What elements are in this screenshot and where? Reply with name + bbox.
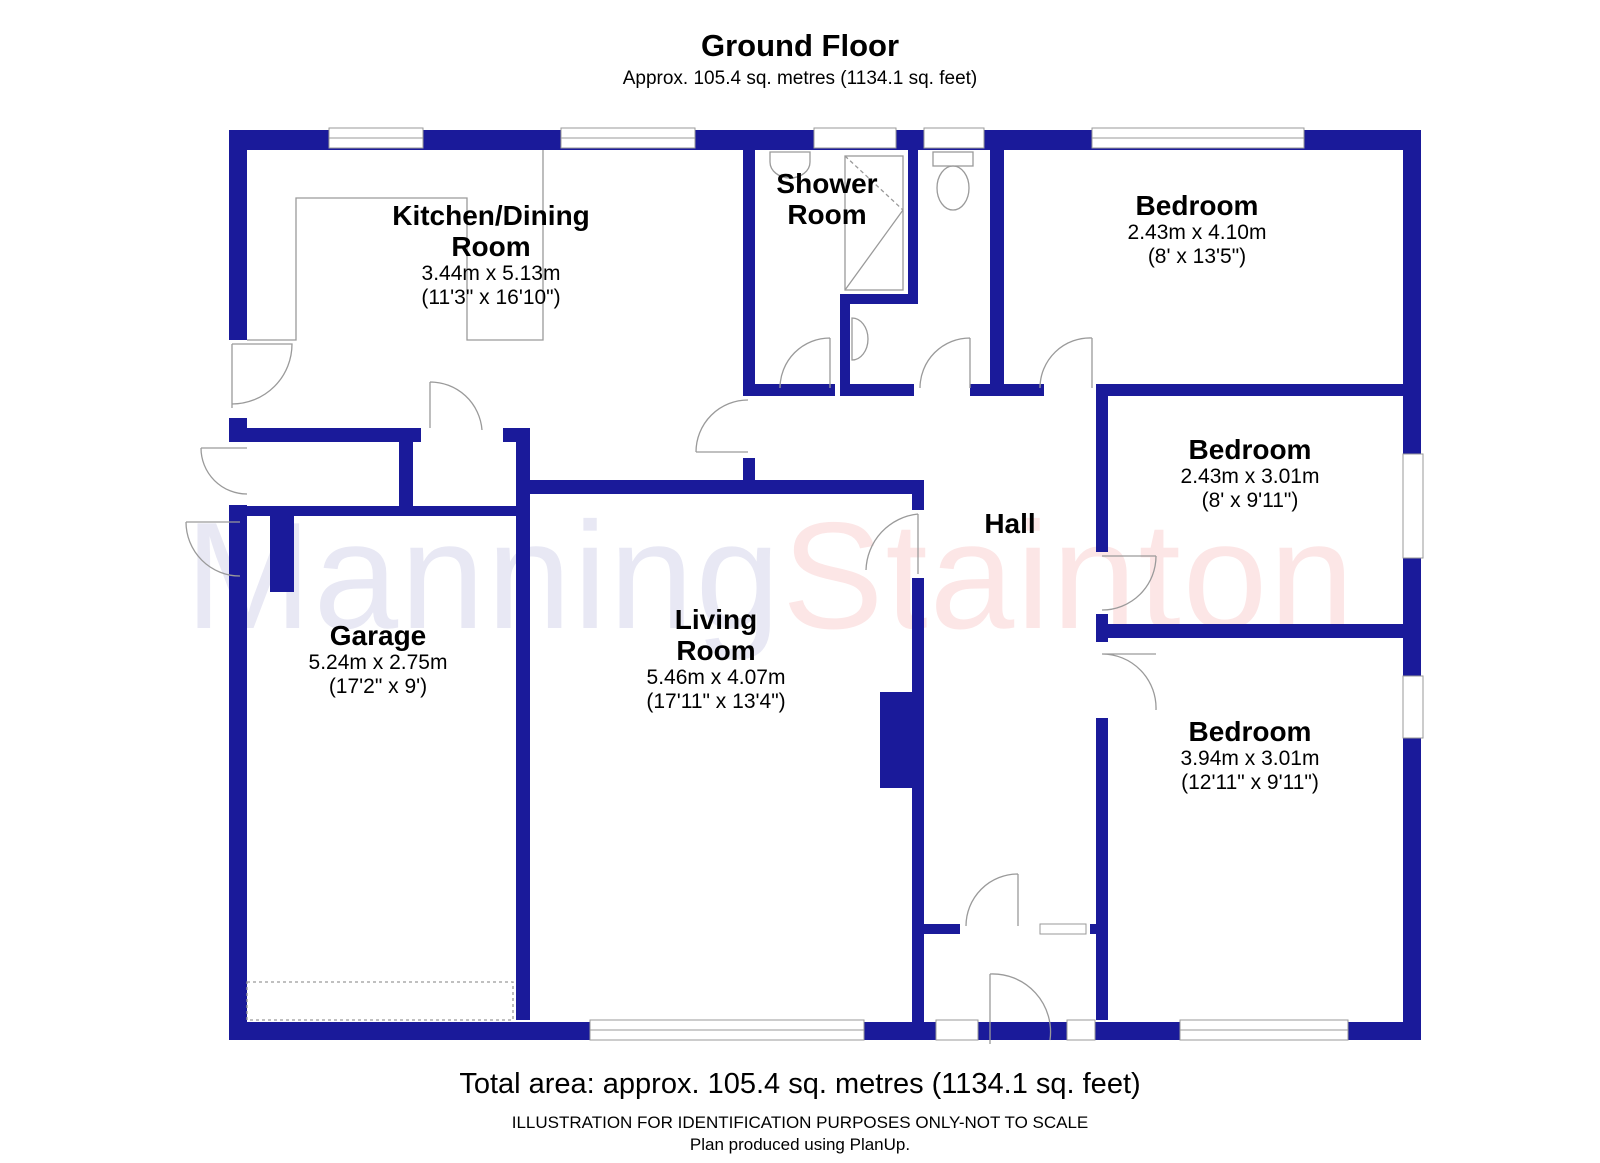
room-shower: Shower Room [776, 168, 877, 230]
door-shower [779, 337, 831, 389]
wc-wall-right [990, 150, 1004, 396]
living-hall-wall-lower [912, 578, 924, 1022]
garage-pier [270, 506, 294, 592]
door-front [989, 973, 1052, 1044]
door-side-2 [185, 521, 241, 577]
shower-tray-wall-down [840, 294, 850, 394]
shower-tray-wall-v [908, 150, 918, 302]
door-wc [919, 337, 971, 389]
plan-credit: Plan produced using PlanUp. [689, 1135, 911, 1154]
room-metric-size: 5.24m x 2.75m [308, 651, 448, 674]
outer-wall-left-mid [229, 418, 247, 442]
porch-wall-top-right [1090, 924, 1106, 934]
door-kitchen-hall [695, 399, 749, 453]
door-bed1 [1039, 337, 1093, 389]
bed1-wall-bottom [1004, 384, 1044, 396]
hall-east-wall-top [1096, 384, 1108, 552]
window-wc [923, 127, 985, 149]
fixtures [246, 150, 974, 1021]
room-garage: Garage 5.24m x 2.75m (17'2" x 9') [309, 620, 448, 699]
toilet [936, 165, 970, 211]
kitchen-wall-right [743, 150, 755, 390]
doors [185, 337, 1157, 1044]
room-name: Bedroom [1135, 190, 1259, 221]
shower-tray [844, 155, 904, 291]
door-inner-porch [965, 873, 1019, 927]
porch-wall-top-left [912, 924, 960, 934]
wc-wall-bottom-right [970, 384, 990, 396]
room-metric-size: 2.43m x 3.01m [1180, 465, 1320, 488]
wc-wall-bottom [840, 384, 914, 396]
hall-east-wall-low [1096, 718, 1108, 1020]
living-hall-wall-upper [912, 480, 924, 510]
room-hall: Hall [984, 508, 1035, 539]
wc-basin [851, 317, 869, 361]
room-metric-size: 2.43m x 4.10m [1127, 221, 1267, 244]
door-living [865, 513, 919, 574]
room-name: Kitchen/Dining Room [392, 200, 590, 262]
windows [328, 127, 1424, 1041]
floor-area-subtitle: Approx. 105.4 sq. metres (1134.1 sq. fee… [622, 68, 978, 89]
window-bed3 [1402, 675, 1424, 739]
window-porch-inner [1039, 923, 1087, 935]
store-wall-divider [399, 428, 413, 506]
outer-wall-left-upper [229, 130, 247, 340]
room-imperial-size: (8' x 9'11") [1201, 489, 1299, 512]
bed2-bed3-wall [1096, 624, 1421, 638]
door-side-1 [200, 447, 248, 495]
room-imperial-size: (11'3" x 16'10") [421, 286, 561, 309]
shower-room-basin [769, 151, 811, 179]
door-bed2 [1101, 555, 1157, 611]
door-bed3 [1101, 653, 1157, 711]
door-kitchen-external [231, 343, 293, 408]
room-bedroom-1: Bedroom 2.43m x 4.10m (8' x 13'5") [1128, 190, 1267, 269]
window-shower [813, 127, 897, 149]
room-imperial-size: (12'11" x 9'11") [1181, 771, 1319, 794]
room-living: Living Room 5.46m x 4.07m (17'11" x 13'4… [646, 604, 785, 714]
room-name: Living Room [674, 604, 758, 666]
outer-wall-right [1403, 130, 1421, 1040]
room-name: Bedroom [1188, 434, 1312, 465]
room-name: Garage [329, 620, 427, 651]
room-bedroom-3: Bedroom 3.94m x 3.01m (12'11" x 9'11") [1181, 716, 1320, 795]
room-metric-size: 3.94m x 3.01m [1180, 747, 1320, 770]
room-imperial-size: (17'2" x 9') [328, 675, 428, 698]
floor-title: Ground Floor [700, 28, 900, 63]
shower-wall-bottom [743, 384, 835, 396]
room-kitchen-dining: Kitchen/Dining Room 3.44m x 5.13m (11'3"… [392, 200, 590, 310]
window-porch-right [1066, 1019, 1096, 1041]
window-bed2 [1402, 453, 1424, 559]
chimney-breast [880, 692, 916, 788]
kitchen-wall-stub [743, 458, 755, 494]
total-area: Total area: approx. 105.4 sq. metres (11… [459, 1068, 1141, 1100]
kitchen-worktop [247, 150, 544, 341]
bed1-wall-bottom-right [1096, 384, 1421, 396]
room-name: Bedroom [1188, 716, 1312, 747]
disclaimer: ILLUSTRATION FOR IDENTIFICATION PURPOSES… [511, 1113, 1089, 1132]
room-metric-size: 5.46m x 4.07m [646, 666, 786, 689]
kitchen-living-wall [516, 480, 918, 494]
store-wall-bottom [243, 506, 525, 516]
room-imperial-size: (8' x 13'5") [1147, 245, 1247, 268]
shower-tray-wall-h [840, 294, 918, 304]
kitchen-east-wall [516, 428, 530, 1020]
door-store [429, 381, 483, 431]
outer-wall-left-lower [229, 590, 247, 1040]
room-name: Hall [984, 508, 1036, 539]
room-metric-size: 3.44m x 5.13m [421, 262, 561, 285]
store-wall-top [243, 428, 421, 442]
window-porch-left [935, 1019, 979, 1041]
room-imperial-size: (17'11" x 13'4") [646, 690, 786, 713]
room-name: Shower Room [776, 168, 878, 230]
garage-door [246, 981, 514, 1021]
room-bedroom-2: Bedroom 2.43m x 3.01m (8' x 9'11") [1181, 434, 1320, 513]
